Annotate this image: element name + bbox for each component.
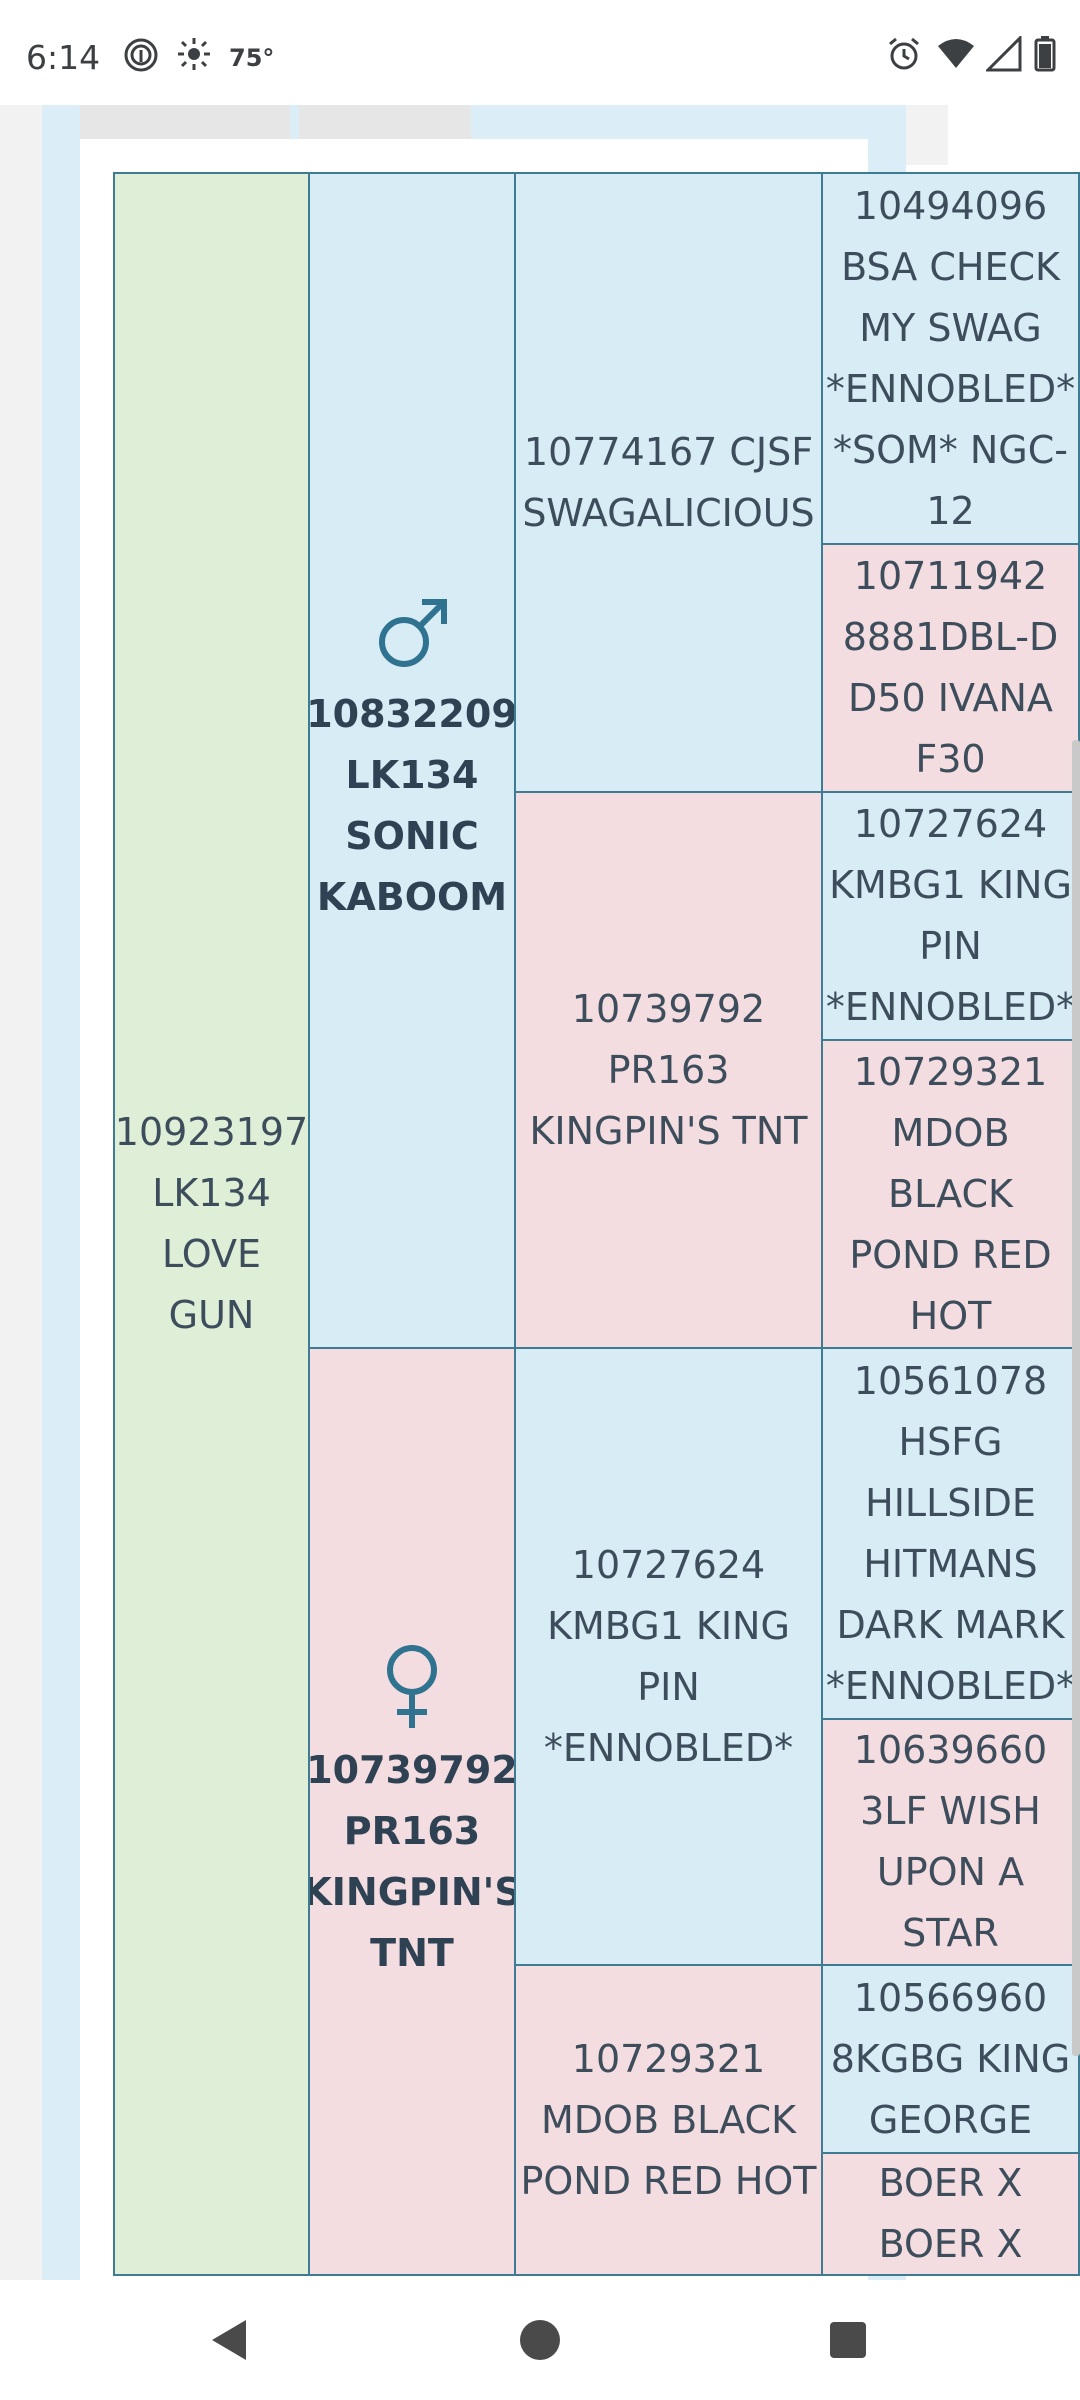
subject-line: LOVE xyxy=(161,1232,262,1276)
great-grandparent-cell[interactable]: 10711942 8881DBL-D D50 IVANA F30 xyxy=(821,543,1080,793)
great-grandparent-line: 8881DBL-D xyxy=(842,615,1059,659)
great-grandparent-line: BOER X xyxy=(878,2222,1023,2266)
subject-line: GUN xyxy=(168,1293,255,1337)
great-grandparent-line: *ENNOBLED* xyxy=(825,366,1076,411)
dam-line: PR163 xyxy=(343,1808,481,1853)
scrollbar-thumb[interactable] xyxy=(1072,740,1080,2056)
great-grandparent-cell[interactable]: 10561078 HSFG HILLSIDE HITMANS DARK MARK… xyxy=(821,1347,1080,1720)
great-grandparent-line: BLACK xyxy=(888,1171,1013,1216)
fingerprint-icon xyxy=(124,38,158,72)
great-grandparent-line: DARK MARK xyxy=(836,1602,1065,1647)
great-grandparent-line: *ENNOBLED* xyxy=(825,985,1076,1029)
grandparent-line: 10729321 xyxy=(571,2036,766,2081)
great-grandparent-line: BSA CHECK xyxy=(841,244,1060,289)
great-grandparent-line: HSFG xyxy=(898,1419,1003,1464)
great-grandparent-line: 10711942 xyxy=(853,554,1048,598)
great-grandparent-line: MDOB xyxy=(891,1110,1010,1155)
great-grandparent-line: HITMANS xyxy=(863,1541,1038,1586)
great-grandparent-line: STAR xyxy=(902,1911,999,1955)
status-bar: 6:14 75° xyxy=(0,0,1080,105)
dam-line: TNT xyxy=(370,1930,454,1975)
great-grandparent-line: HILLSIDE xyxy=(865,1480,1036,1525)
subject-cell[interactable]: 10923197 LK134 LOVE GUN xyxy=(113,172,310,2276)
sire-line: KABOOM xyxy=(316,874,508,919)
great-grandparent-cell[interactable]: 10727624 KMBG1 KING PIN *ENNOBLED* xyxy=(821,791,1080,1041)
male-symbol-icon xyxy=(379,598,447,667)
grandparent-line: 10739792 xyxy=(571,986,766,1031)
subject-line: 10923197 xyxy=(114,1110,309,1154)
grandparent-cell[interactable]: 10727624 KMBG1 KING PIN *ENNOBLED* xyxy=(514,1347,823,1966)
great-grandparent-cell[interactable]: 10494096 BSA CHECK MY SWAG *ENNOBLED* *S… xyxy=(821,172,1080,545)
sire-line: 10832209 xyxy=(308,691,516,736)
grandparent-line: PIN xyxy=(637,1664,700,1709)
great-grandparent-line: 10561078 xyxy=(853,1358,1048,1403)
alarm-icon xyxy=(889,37,919,70)
great-grandparent-line: 10727624 xyxy=(853,802,1048,846)
female-symbol-icon xyxy=(387,1644,437,1728)
grandparent-cell[interactable]: 10739792 PR163 KINGPIN'S TNT xyxy=(514,791,823,1349)
great-grandparent-line: GEORGE xyxy=(868,2097,1033,2142)
grandparent-cell[interactable]: 10774167 CJSF SWAGALICIOUS xyxy=(514,172,823,793)
great-grandparent-cell[interactable]: BOER X BOER X xyxy=(821,2152,1080,2276)
recents-icon[interactable] xyxy=(818,2310,878,2370)
sire-line: SONIC xyxy=(345,813,479,858)
grandparent-line: KINGPIN'S TNT xyxy=(529,1108,808,1153)
great-grandparent-line: 3LF WISH xyxy=(860,1789,1041,1833)
signal-icon xyxy=(986,36,1022,72)
great-grandparent-line: *SOM* NGC- xyxy=(832,427,1068,472)
tab-stub[interactable] xyxy=(299,105,471,139)
great-grandparent-line: HOT xyxy=(909,1293,992,1338)
sire-cell[interactable]: 10832209 LK134 SONIC KABOOM xyxy=(308,172,516,1349)
great-grandparent-line: MY SWAG xyxy=(859,305,1042,350)
great-grandparent-line: 10729321 xyxy=(853,1049,1048,1094)
grandparent-line: PR163 xyxy=(607,1047,730,1092)
great-grandparent-line: D50 IVANA xyxy=(848,676,1053,720)
sun-icon xyxy=(178,38,210,70)
great-grandparent-line: 12 xyxy=(926,488,975,533)
grandparent-line: KMBG1 KING xyxy=(547,1603,790,1648)
page-margin-right xyxy=(906,105,948,165)
navigation-bar xyxy=(0,2280,1080,2400)
great-grandparent-line: 8KGBG KING xyxy=(830,2036,1071,2081)
great-grandparent-line: UPON A xyxy=(876,1850,1025,1894)
grandparent-line: MDOB BLACK xyxy=(541,2097,796,2142)
grandparent-line: SWAGALICIOUS xyxy=(522,490,815,535)
grandparent-line: 10727624 xyxy=(571,1542,766,1587)
tab-stub[interactable] xyxy=(80,105,290,139)
page-margin-left xyxy=(0,105,42,2285)
great-grandparent-line: KMBG1 KING xyxy=(829,863,1072,907)
subject-line: LK134 xyxy=(152,1171,271,1215)
home-icon[interactable] xyxy=(510,2310,570,2370)
great-grandparent-cell[interactable]: 10639660 3LF WISH UPON A STAR xyxy=(821,1718,1080,1966)
sire-line: LK134 xyxy=(345,752,479,797)
battery-icon xyxy=(1034,36,1056,72)
great-grandparent-cell[interactable]: 10566960 8KGBG KING GEORGE xyxy=(821,1964,1080,2154)
wifi-icon xyxy=(938,39,974,68)
dam-line: KINGPIN'S xyxy=(308,1869,516,1914)
grandparent-line: 10774167 CJSF xyxy=(523,429,814,474)
great-grandparent-line: POND RED xyxy=(849,1232,1052,1277)
great-grandparent-line: 10494096 xyxy=(853,183,1048,228)
dam-line: 10739792 xyxy=(308,1747,516,1792)
grandparent-cell[interactable]: 10729321 MDOB BLACK POND RED HOT xyxy=(514,1964,823,2276)
back-icon[interactable] xyxy=(200,2310,260,2370)
great-grandparent-line: 10639660 xyxy=(853,1728,1048,1772)
grandparent-line: *ENNOBLED* xyxy=(543,1725,794,1770)
dam-cell[interactable]: 10739792 PR163 KINGPIN'S TNT xyxy=(308,1347,516,2276)
great-grandparent-line: 10566960 xyxy=(853,1975,1048,2020)
status-time: 6:14 xyxy=(26,38,101,77)
great-grandparent-cell[interactable]: 10729321 MDOB BLACK POND RED HOT xyxy=(821,1039,1080,1349)
great-grandparent-line: F30 xyxy=(915,737,986,781)
great-grandparent-line: BOER X xyxy=(878,2161,1023,2205)
great-grandparent-line: PIN xyxy=(919,924,982,968)
great-grandparent-line: *ENNOBLED* xyxy=(825,1663,1076,1708)
status-temperature: 75° xyxy=(229,44,275,72)
grandparent-line: POND RED HOT xyxy=(520,2158,817,2203)
